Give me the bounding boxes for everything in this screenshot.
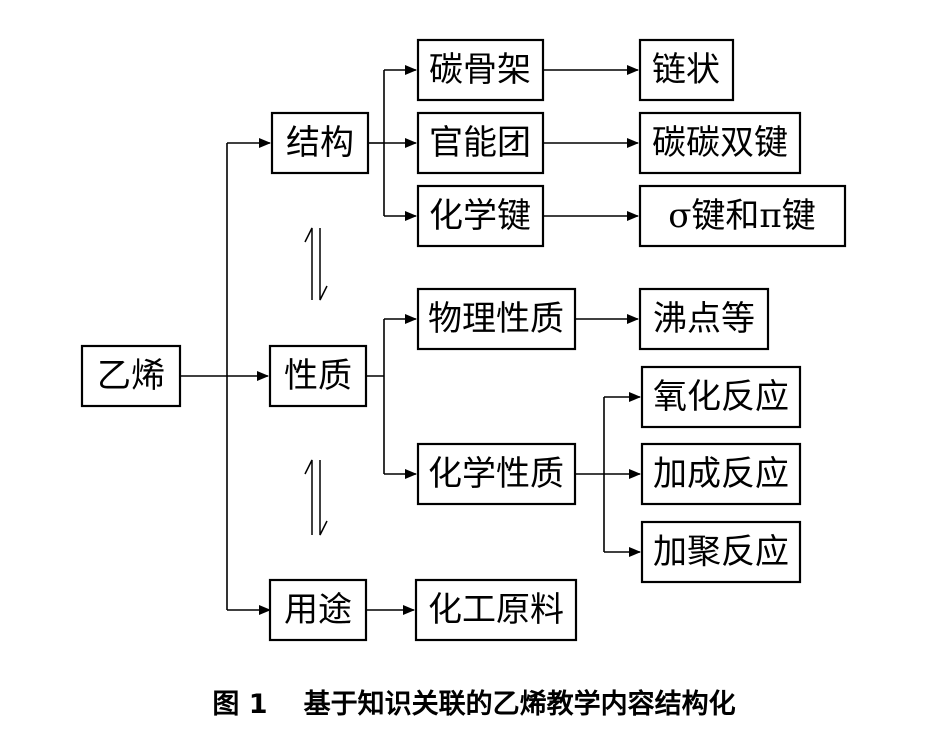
svg-text:沸点等: 沸点等 [653,299,755,339]
svg-text:用途: 用途 [284,590,352,630]
relation-harpoon-properties-uses [304,459,328,536]
svg-text:链状: 链状 [652,50,720,90]
node-sigma-pi-bond: σ键和π键 [638,184,847,248]
figure-caption: 图 1 基于知识关联的乙烯教学内容结构化 [0,682,948,721]
svg-text:性质: 性质 [284,356,352,396]
svg-text:碳碳双键: 碳碳双键 [652,123,788,163]
node-chemical-bond: 化学键 [416,184,545,248]
node-physical-properties: 物理性质 [416,287,577,351]
relation-harpoon-structure-properties [304,227,328,301]
svg-text:加成反应: 加成反应 [653,454,789,494]
node-chemical-raw-material: 化工原料 [414,578,578,642]
svg-text:乙烯: 乙烯 [97,356,165,396]
node-functional-group: 官能团 [416,111,545,175]
figure-title: 基于知识关联的乙烯教学内容结构化 [303,689,736,720]
node-boiling-point-etc: 沸点等 [638,287,770,351]
svg-text:σ键和π键: σ键和π键 [668,196,816,236]
figure-number: 图 1 [212,689,268,720]
node-polymerization-reaction: 加聚反应 [640,520,802,584]
node-chain-like: 链状 [638,38,735,102]
svg-text:官能团: 官能团 [429,123,531,163]
node-addition-reaction: 加成反应 [640,442,802,506]
svg-text:结构: 结构 [286,123,354,163]
svg-text:物理性质: 物理性质 [428,299,564,339]
node-properties: 性质 [268,344,368,408]
node-ethylene: 乙烯 [80,344,182,408]
node-carbon-skeleton: 碳骨架 [416,38,545,102]
node-oxidation-reaction: 氧化反应 [640,365,802,429]
connectors [180,65,641,615]
svg-text:化学性质: 化学性质 [428,454,564,494]
svg-text:加聚反应: 加聚反应 [653,532,789,572]
concept-map: 乙烯 结构 性质 用途 碳骨架 官能团 化学键 链状 碳碳双键 σ键和π键 物理… [80,38,847,642]
node-uses: 用途 [268,578,368,642]
svg-text:化工原料: 化工原料 [428,590,564,630]
svg-text:氧化反应: 氧化反应 [653,377,789,417]
node-cc-double-bond: 碳碳双键 [638,111,802,175]
node-chemical-properties: 化学性质 [416,442,577,506]
node-structure: 结构 [270,111,370,175]
svg-text:碳骨架: 碳骨架 [429,50,531,90]
svg-text:化学键: 化学键 [429,196,531,236]
